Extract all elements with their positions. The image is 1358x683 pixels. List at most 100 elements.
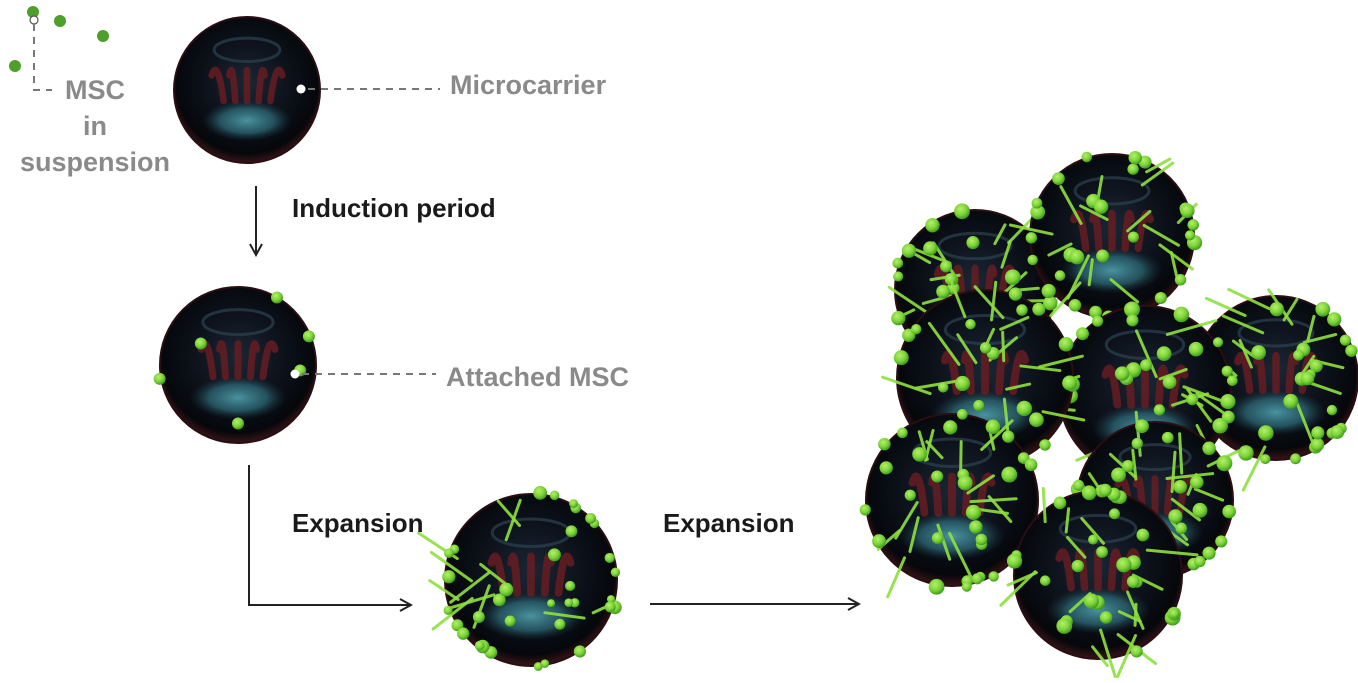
aggregate-bead-7-cell [1192, 502, 1208, 518]
aggregate-bead-5-cell [893, 350, 909, 366]
attached-bead-teal-reflection [189, 375, 287, 420]
aggregate-bead-2-red-reflection [1070, 210, 1090, 252]
attached-bead-cell [232, 417, 244, 430]
microcarrier-marker-dot [296, 84, 306, 94]
aggregate-bead-7-cell-fiber [1165, 472, 1215, 480]
expanded-bead-cell [540, 659, 550, 668]
aggregate-bead-2-cell [1127, 231, 1139, 243]
aggregate-bead-1-cell [892, 257, 904, 269]
aggregate-bead-4-cell [1126, 314, 1139, 327]
aggregate-bead-2-cell [1081, 151, 1093, 163]
aggregate-bead-2-cell-fiber [1126, 209, 1152, 233]
expanded-bead-cell-fiber [504, 498, 522, 542]
expanded-bead-cell [547, 548, 561, 562]
aggregate-bead-7-cell [1175, 522, 1187, 535]
expanded-bead-cell [569, 499, 578, 508]
aggregate-bead-3-cell [1339, 334, 1351, 346]
aggregate-bead-2-cell [1025, 232, 1038, 244]
aggregate-bead-3-cell-fiber [1205, 296, 1247, 317]
aggregate-bead-4-cell [1124, 301, 1140, 318]
aggregate-bead-1-cell [1004, 269, 1021, 286]
aggregate-bead-8-cell [1056, 618, 1073, 634]
aggregate-bead-1-cell [940, 260, 953, 273]
aggregate-bead-8-cell [1126, 575, 1140, 589]
aggregate-bead-3-cell-fiber [1310, 382, 1342, 395]
msc-in-suspension-label: MSC in suspension [20, 72, 170, 180]
aggregate-bead-5-cell [1016, 304, 1028, 316]
induction-period-label: Induction period [292, 193, 496, 223]
aggregate-bead-6-cell [943, 420, 958, 435]
aggregate-bead-4-red-reflection [1101, 364, 1122, 409]
expanded-bead-cell [564, 598, 574, 608]
aggregate-bead-4-cell [1188, 341, 1204, 357]
aggregate-bead-3-cell [1238, 445, 1254, 461]
aggregate-bead-6-cell [1002, 430, 1015, 443]
aggregate-bead-4-highlight [1104, 329, 1186, 360]
aggregate-bead-3-teal-reflection [1225, 389, 1327, 436]
aggregate-bead-7-cell-fiber [1131, 448, 1138, 481]
aggregate-bead-5-cell-fiber [927, 321, 961, 366]
attached-bead-red-reflection [246, 340, 260, 381]
attached-bead-cell [153, 372, 166, 385]
aggregate-bead-6 [859, 409, 1039, 599]
aggregate-bead-2-cell-fiber [1145, 157, 1172, 174]
expanded-bead-cell [554, 618, 566, 630]
aggregate-bead-1-cell [966, 236, 980, 250]
aggregate-bead-3-cell-fiber [1306, 314, 1316, 343]
expanded-bead-red-reflection [507, 552, 522, 597]
aggregate-bead-7-cell [1194, 555, 1206, 568]
aggregate-bead-1-cell-fiber [1000, 240, 1012, 269]
aggregate-bead-8-cell-fiber [1065, 536, 1087, 559]
aggregate-bead-4-cell-fiber [1158, 367, 1188, 381]
attached-bead [153, 286, 317, 444]
aggregate-bead-3-cell [1327, 312, 1342, 327]
aggregate-bead-7-cell-fiber [1178, 432, 1184, 475]
aggregate-bead-1-cell-fiber [887, 285, 928, 314]
aggregate-bead-7-cell [1168, 509, 1183, 524]
aggregate-bead-8-cell [1098, 483, 1112, 497]
aggregate-bead-3-cell-fiber [1295, 402, 1314, 444]
aggregate-bead-6-cell [969, 520, 983, 534]
aggregate-bead-7-cell [1111, 467, 1126, 483]
aggregate-bead-2 [1008, 150, 1203, 325]
aggregate-bead-5-cell-fiber [1019, 364, 1062, 373]
expanded-bead-cell-fiber [428, 579, 460, 601]
aggregate-bead-8-red-reflection [1121, 548, 1141, 592]
aggregate-bead-8-cell [1071, 559, 1084, 573]
aggregate-bead-8-cell-fiber [1041, 487, 1047, 524]
expanded-bead-cell [492, 593, 506, 607]
aggregate-bead-1-cell [925, 217, 940, 233]
aggregate-bead-5-cell-fiber [881, 375, 932, 396]
aggregate-bead-6-cell [961, 581, 972, 592]
aggregate-bead-6-cell-fiber [936, 523, 952, 561]
aggregate-bead-3-cell [1311, 426, 1325, 440]
aggregate-bead-3-cell-fiber [1238, 339, 1253, 369]
aggregate-bead-8-cell [1081, 485, 1097, 501]
aggregate-bead-5-cell-fiber [990, 280, 998, 322]
aggregate-bead-8-cell [1116, 557, 1132, 573]
aggregate-bead-7-cell [1222, 504, 1236, 519]
aggregate-bead-2-cell-fiber [1109, 278, 1140, 304]
aggregate-bead-7-cell [1216, 455, 1233, 472]
expanded-bead-cell [604, 601, 616, 613]
expanded-bead-cell [499, 582, 514, 597]
expansion-label-1: Expansion [292, 508, 424, 538]
aggregate-bead-2-cell [1054, 270, 1066, 281]
aggregate-bead-6-cell [931, 532, 944, 545]
msc-label-line-1: MSC [65, 75, 125, 105]
aggregate-bead-2-red-reflection [1089, 210, 1103, 252]
aggregate-bead-3-cell [1293, 349, 1304, 361]
aggregate-bead-7-cell [1121, 459, 1135, 473]
aggregate-bead-3-cell [1260, 454, 1271, 465]
aggregate-bead-8-cell [1083, 593, 1100, 609]
expanded-bead-cell-fiber [496, 499, 522, 528]
aggregate-bead-5-cell-fiber [973, 285, 1005, 320]
expanded-bead-cell [585, 512, 597, 524]
expanded-bead-cell [533, 485, 548, 500]
aggregate-bead-5-red-reflection [1009, 350, 1030, 396]
attached-bead-cell [194, 337, 207, 350]
aggregate-bead-1-cell [954, 203, 970, 220]
aggregate-bead-6-cell-fiber [966, 474, 995, 495]
aggregate-bead-2-cell [1174, 274, 1187, 286]
aggregate-bead-3-cell-fiber [1282, 297, 1299, 322]
